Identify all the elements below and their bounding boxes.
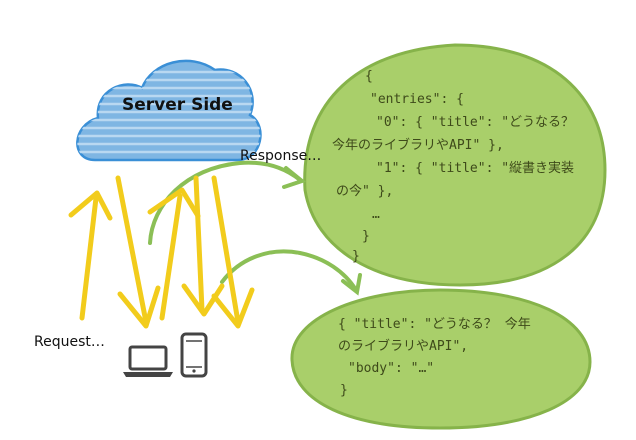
response-arrow-upper: [148, 160, 307, 245]
large-bubble-line: "entries": {: [370, 92, 464, 107]
small-bubble-line: { "title": "どうなる？ 今年: [338, 316, 531, 332]
response-label: Response…: [240, 148, 321, 164]
large-json-bubble: { "entries": { "0": { "title": "どうなる？ 今年…: [303, 43, 607, 287]
small-bubble-line: "body": "…": [348, 361, 434, 376]
small-bubble-line: }: [340, 383, 348, 398]
large-bubble-line: }: [352, 249, 360, 264]
small-json-bubble: { "title": "どうなる？ 今年 のライブラリやAPI", "body"…: [290, 288, 592, 430]
small-bubble-line: のライブラリやAPI",: [338, 338, 468, 354]
response-arrow-lower: [220, 249, 362, 296]
smartphone-icon: [180, 332, 208, 378]
laptop-icon: [123, 345, 173, 377]
large-bubble-line: "0": { "title": "どうなる？: [376, 115, 574, 130]
large-bubble-line: の今" },: [336, 183, 393, 199]
request-response-arrows: [68, 175, 255, 329]
cloud-label: Server Side: [122, 95, 233, 115]
large-bubble-line: 今年のライブラリやAPI" },: [332, 137, 504, 153]
large-bubble-line: }: [362, 229, 370, 244]
large-bubble-line: …: [372, 207, 380, 222]
large-bubble-line: "1": { "title": "縦書き実装: [376, 160, 574, 176]
request-label: Request…: [34, 334, 105, 350]
large-bubble-line: {: [365, 69, 373, 84]
cloud-icon: [76, 59, 262, 162]
